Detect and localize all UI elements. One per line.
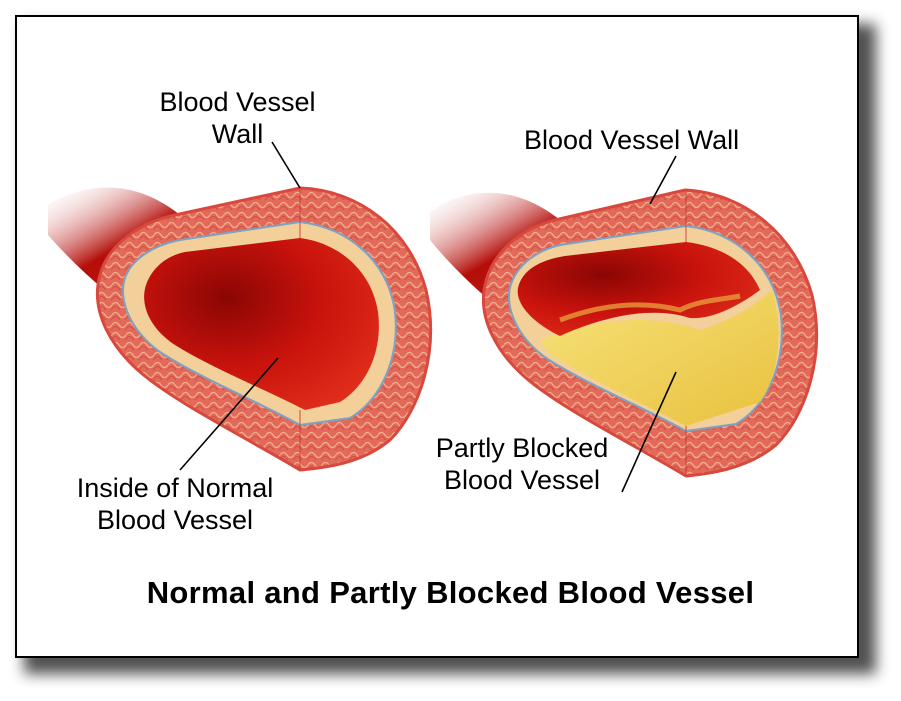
label-blocked: Partly Blocked Blood Vessel — [402, 432, 642, 496]
label-normal-wall: Blood Vessel Wall — [130, 86, 345, 150]
label-normal-wall-line1: Blood Vessel — [159, 87, 316, 117]
label-normal-inside: Inside of Normal Blood Vessel — [40, 472, 310, 536]
figure-title: Normal and Partly Blocked Blood Vessel — [146, 575, 755, 610]
label-blocked-line1: Partly Blocked — [435, 433, 609, 463]
leader-blocked-wall — [649, 155, 677, 205]
label-normal-inside-line1: Inside of Normal — [76, 473, 274, 503]
normal-vessel — [48, 186, 433, 472]
label-normal-wall-line2: Wall — [211, 119, 264, 149]
leader-normal-wall — [271, 141, 301, 189]
blocked-vessel-plaque — [540, 290, 779, 426]
label-blocked-wall: Blood Vessel Wall — [524, 125, 740, 155]
leader-lines — [179, 141, 677, 493]
leader-blocked — [621, 371, 677, 493]
leader-normal-inside — [179, 357, 279, 471]
normal-vessel-lumen — [144, 238, 379, 410]
blocked-vessel — [430, 188, 819, 478]
label-normal-inside-line2: Blood Vessel — [96, 505, 254, 535]
label-blocked-line2: Blood Vessel — [443, 465, 601, 495]
